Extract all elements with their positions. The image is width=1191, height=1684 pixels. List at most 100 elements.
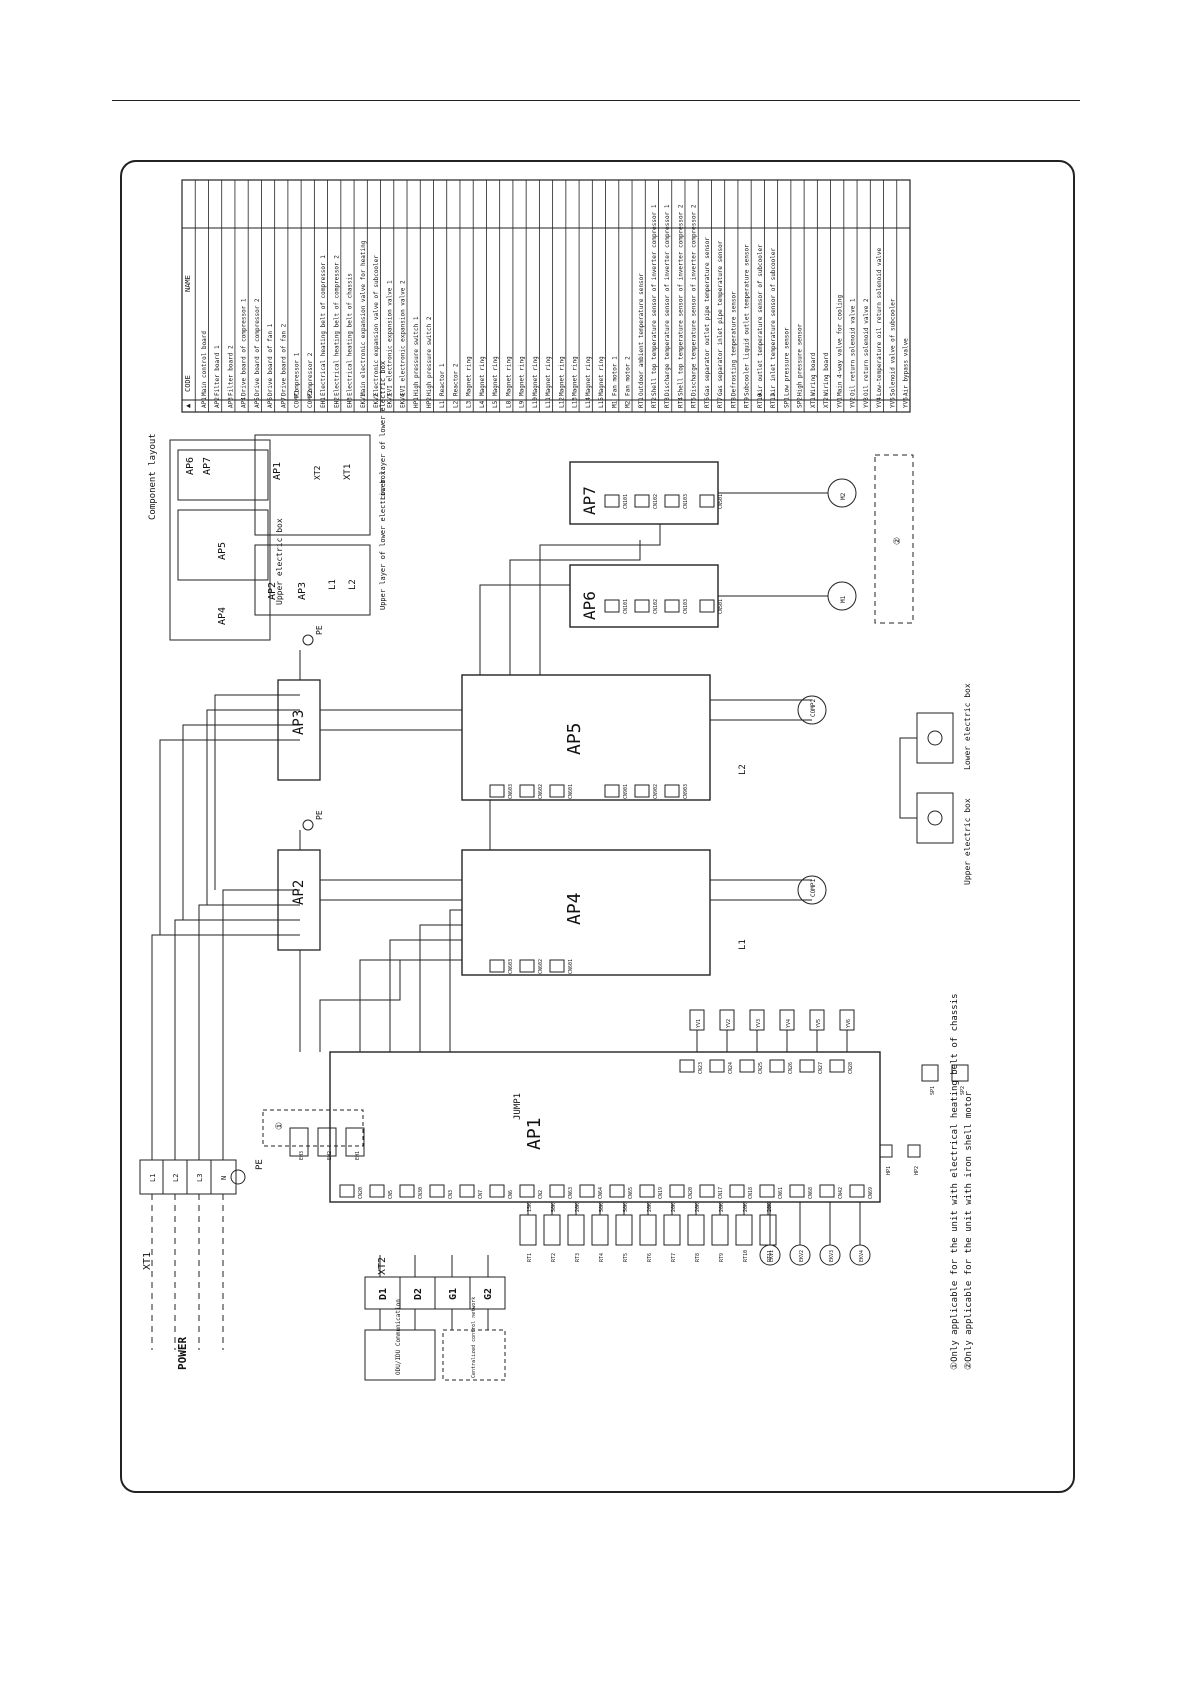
layout-ap5: AP5 (217, 542, 228, 560)
valve-label: EKV1 (769, 1250, 775, 1262)
ap5-label: AP5 (564, 722, 585, 755)
xt2-terminal-g2: G2 (483, 1288, 494, 1300)
sensor-label: RT1 (527, 1253, 533, 1262)
ap1-port-label: CN64 (598, 1187, 604, 1199)
lower-lower-layer-label: Lower layer of lower electric box (379, 361, 387, 500)
table-row-name: Drive board of compressor 2 (254, 298, 261, 396)
ap3-board: AP3 PE (277, 625, 324, 781)
board-port-label: CN501 (718, 494, 724, 509)
ap1-port (339, 1184, 355, 1198)
solenoid-label: YV5 (816, 1019, 822, 1028)
board-port (699, 599, 715, 613)
table-row-name: Magnet ring (466, 356, 473, 396)
ap6-label: AP6 (580, 591, 599, 620)
table-row-code: L1 (439, 400, 446, 408)
ground-boxes: Upper electric box Lower electric box (899, 683, 972, 885)
solenoid-label: YV1 (696, 1019, 702, 1028)
comp2-label: COMP2 (810, 699, 817, 717)
ap1-port (829, 1059, 845, 1073)
board-port-label: CN603 (508, 959, 514, 974)
table-row-code: RT1 (638, 397, 645, 408)
table-row-name: Air bypass valve (903, 338, 910, 396)
table-row-name: Magnet ring (519, 356, 526, 396)
note-2-marker: ② (893, 537, 903, 545)
xt2-terminal-g1: G1 (448, 1288, 459, 1300)
xt2-label: XT2 (377, 1257, 388, 1275)
ap1-port-label: CN26 (788, 1062, 794, 1074)
table-row-code: EH1 (320, 397, 327, 408)
table-row-name: Magnet ring (598, 356, 605, 396)
table-row-name: Magnet ring (545, 356, 552, 396)
board-port-label: CN501 (718, 599, 724, 614)
table-row-name: Magnet ring (505, 356, 512, 396)
ap3-pe: PE (315, 625, 324, 635)
table-row-code: YV1 (836, 397, 843, 408)
note-2: ②Only applicable for the unit with iron … (964, 1090, 974, 1370)
ap1-port-label: CN20 (358, 1187, 364, 1199)
table-row-code: L2 (452, 400, 459, 408)
ap1-port-label: CN68 (808, 1187, 814, 1199)
table-row-name: Low-temperature oil return solenoid valv… (876, 248, 883, 396)
table-row-code: RT6 (704, 397, 711, 408)
board-port (664, 599, 680, 613)
sensor-value: 50K (623, 1203, 629, 1212)
sensor-resistor (519, 1214, 537, 1246)
table-row-code: SP2 (797, 397, 804, 408)
power-label: POWER (176, 1337, 189, 1370)
table-row-code: AP6 (267, 397, 274, 408)
table-row-code: RT5 (691, 397, 698, 408)
table-row-name: Compressor 2 (307, 352, 314, 396)
ap1-port (819, 1184, 835, 1198)
table-name-header: NAME (184, 275, 192, 292)
table-row-code: EH2 (333, 397, 340, 408)
board-port-label: CN601 (568, 784, 574, 799)
ap1-port (679, 1059, 695, 1073)
ap1-port-label: CN61 (778, 1187, 784, 1199)
table-row-code: YV4 (876, 397, 883, 408)
sensor-label: RT8 (695, 1253, 701, 1262)
ap1-port-label: CN65 (628, 1187, 634, 1199)
table-row-code: YV3 (863, 397, 870, 408)
sensor-value: 20K (743, 1203, 749, 1212)
table-row-code: L4 (479, 400, 486, 408)
table-row-name: EVI electronic expansion valve 1 (386, 280, 393, 396)
ap1-port-label: CN5 (388, 1190, 394, 1199)
board-port (489, 959, 505, 973)
ap1-port-label: CN23 (698, 1062, 704, 1074)
table-row-code: L12 (558, 397, 565, 408)
table-row-name: Filter board 1 (214, 345, 221, 396)
board-port-label: CN601 (568, 959, 574, 974)
odu-idu-communication: ODU/IDU Communication (395, 1299, 402, 1375)
sensor-resistor (567, 1214, 585, 1246)
pressure-switch-label: HP2 (914, 1166, 920, 1175)
table-row-code: RT8 (730, 397, 737, 408)
table-row-code: AP7 (280, 397, 287, 408)
table-row-name: Shell top temperature sensor of inverter… (651, 204, 658, 396)
table-row-code: EH3 (347, 397, 354, 408)
ap1-port (699, 1184, 715, 1198)
ap1-port (729, 1184, 745, 1198)
sensor-value: 20K (671, 1203, 677, 1212)
table-row-code: AP4 (241, 397, 248, 408)
table-row-name: Shell top temperature sensor of inverter… (677, 204, 684, 396)
table-row-code: SP1 (783, 397, 790, 408)
layout-ap7: AP7 (202, 457, 213, 475)
table-row-name: Low pressure sensor (783, 327, 790, 396)
ap1-port-label: CN18 (748, 1187, 754, 1199)
board-port (519, 784, 535, 798)
table-row-code: YV5 (889, 397, 896, 408)
pressure-switch (907, 1144, 921, 1158)
heater-element (289, 1127, 309, 1157)
table-row-code: EKV4 (400, 393, 407, 408)
ap1-label: AP1 (524, 1117, 545, 1150)
ap1-port-label: CN25 (758, 1062, 764, 1074)
layout-xt2: XT2 (313, 465, 322, 480)
table-row-code: L13 (572, 397, 579, 408)
table-row-code: L3 (466, 400, 473, 408)
